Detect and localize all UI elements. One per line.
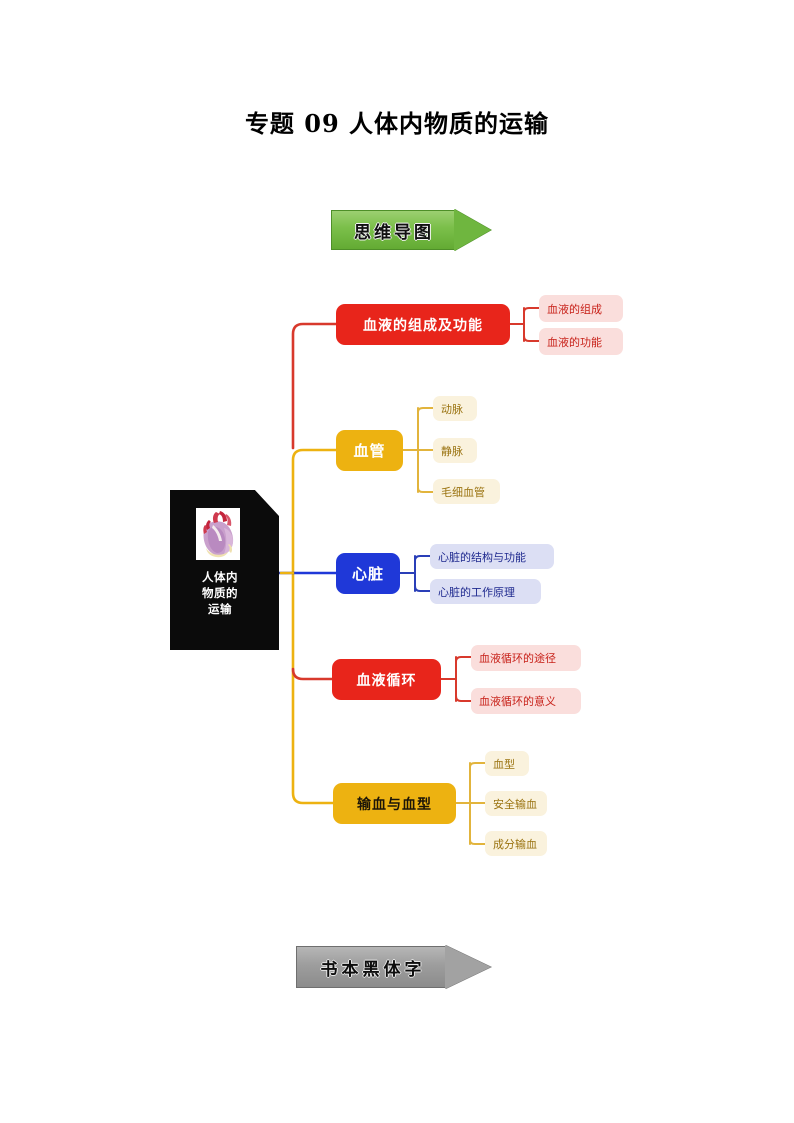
banner-mindmap-label: 思维导图 <box>354 222 434 243</box>
banner-mindmap-arrow-icon <box>454 209 491 251</box>
leaf-node-blood-components[interactable]: 血液的组成 <box>539 295 623 322</box>
branch-node-blood-circulation[interactable]: 血液循环 <box>332 659 441 700</box>
leaf-node-blood-function[interactable]: 血液的功能 <box>539 328 623 355</box>
banner-mindmap: 思维导图 <box>331 209 491 251</box>
leaf-node-component-transfusion[interactable]: 成分输血 <box>485 831 547 856</box>
leaf-node-circulation-significance[interactable]: 血液循环的意义 <box>471 688 581 714</box>
root-node-label: 人体内 物质的 运输 <box>170 570 270 618</box>
leaf-node-heart-structure-function[interactable]: 心脏的结构与功能 <box>430 544 554 569</box>
leaf-node-safe-transfusion[interactable]: 安全输血 <box>485 791 547 816</box>
banner-bookbold: 书本黑体字 <box>296 945 492 989</box>
banner-bookbold-label: 书本黑体字 <box>320 959 426 980</box>
branch-node-transfusion-bloodtype[interactable]: 输血与血型 <box>333 783 456 824</box>
leaf-node-vein[interactable]: 静脉 <box>433 438 477 463</box>
root-label-line-1: 人体内 <box>202 572 238 584</box>
leaf-node-artery[interactable]: 动脉 <box>433 396 477 421</box>
page-title: 专题 09 人体内物质的运输 <box>244 109 550 138</box>
branch-node-blood-vessels[interactable]: 血管 <box>336 430 403 471</box>
root-label-line-2: 物质的 <box>202 588 238 600</box>
leaf-node-heart-working-principle[interactable]: 心脏的工作原理 <box>430 579 541 604</box>
leaf-node-circulation-pathway[interactable]: 血液循环的途径 <box>471 645 581 671</box>
leaf-node-capillary[interactable]: 毛细血管 <box>433 479 500 504</box>
root-node[interactable]: 人体内 物质的 运输 <box>170 490 279 650</box>
banner-bookbold-body <box>296 946 446 988</box>
branch-node-blood-composition[interactable]: 血液的组成及功能 <box>336 304 510 345</box>
root-label-line-3: 运输 <box>208 604 232 616</box>
leaf-node-blood-type[interactable]: 血型 <box>485 751 529 776</box>
banner-bookbold-arrow-icon <box>445 945 491 989</box>
heart-anatomy-icon <box>196 508 240 560</box>
branch-node-heart[interactable]: 心脏 <box>336 553 400 594</box>
banner-mindmap-body <box>331 210 455 250</box>
